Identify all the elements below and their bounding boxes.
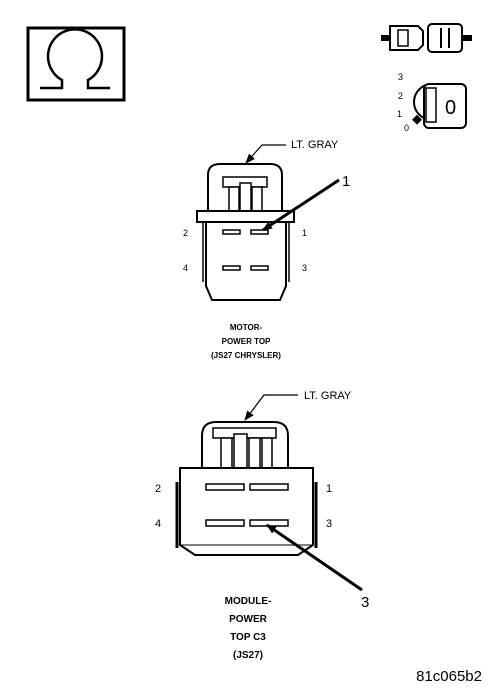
connector-plug-icon (381, 23, 472, 53)
top-pin-label-3: 3 (302, 263, 307, 273)
ignition-key-label: 0 (445, 97, 456, 119)
bottom-caption-line-3: TOP C3 (230, 632, 266, 643)
bottom-terminal-1 (249, 483, 289, 491)
ignition-position-1: 1 (397, 109, 402, 119)
bottom-terminal-2 (205, 483, 245, 491)
top-caption-line-2: POWER TOP (222, 337, 271, 346)
top-pin-label-2: 2 (183, 228, 188, 238)
top-pin-label-1: 1 (302, 228, 307, 238)
bottom-pin-label-2: 2 (155, 483, 161, 495)
top-terminal-3 (250, 265, 269, 271)
bottom-color-label: LT. GRAY (304, 390, 352, 402)
bottom-caption-line-2: POWER (229, 614, 268, 625)
top-callout-arrow (262, 178, 340, 232)
bottom-callout-arrow (266, 523, 363, 592)
figure-id: 81c065b2 (416, 668, 482, 685)
top-terminal-2 (222, 229, 241, 235)
connector-bottom: LT. GRAY 2 1 4 3 3 MODULE- POWER TOP C3 … (155, 390, 369, 661)
bottom-callout-number: 3 (361, 594, 369, 611)
bottom-caption-line-4: (JS27) (233, 650, 263, 661)
ignition-position-0: 0 (404, 123, 409, 133)
bottom-pin-label-3: 3 (326, 518, 332, 530)
ignition-switch-icon: 0 3 2 1 0 (397, 72, 467, 133)
top-pin-label-4: 4 (183, 263, 188, 273)
top-caption-line-1: MOTOR- (230, 323, 263, 332)
top-caption-line-3: (JS27 CHRYSLER) (211, 351, 281, 360)
top-terminal-1 (250, 229, 269, 235)
ohmmeter-icon: Ω (26, 26, 126, 102)
top-callout-number: 1 (342, 173, 350, 190)
top-color-label: LT. GRAY (291, 139, 339, 151)
ignition-position-2: 2 (398, 91, 403, 101)
bottom-caption-line-1: MODULE- (225, 596, 272, 607)
bottom-color-leader (244, 394, 298, 421)
ignition-position-3: 3 (398, 72, 403, 82)
bottom-terminal-4 (205, 519, 245, 527)
connector-top: LT. GRAY 2 1 4 3 1 MOTOR- POWER TOP (JS2… (183, 139, 350, 360)
top-terminal-4 (222, 265, 241, 271)
bottom-pin-label-4: 4 (155, 518, 161, 530)
bottom-pin-label-1: 1 (326, 483, 332, 495)
top-color-leader (245, 144, 286, 164)
